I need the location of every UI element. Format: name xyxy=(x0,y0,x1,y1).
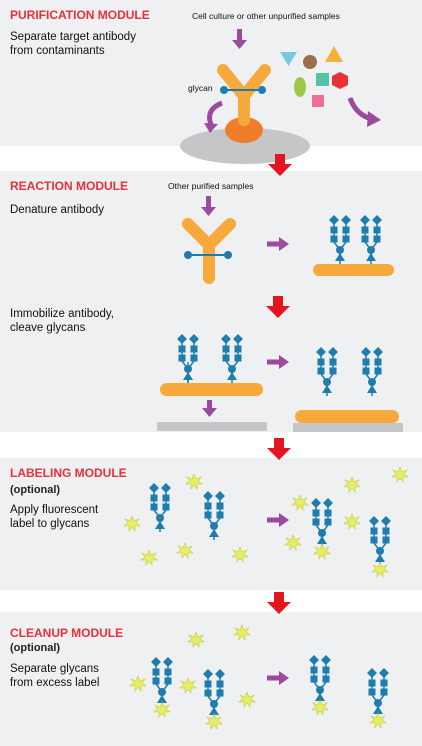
labeling-optional: (optional) xyxy=(10,484,61,496)
cleanup-illustration xyxy=(129,624,389,730)
cleanup-optional: (optional) xyxy=(10,642,61,654)
purification-input-note: Cell culture or other unpurified samples xyxy=(192,11,340,21)
flow-arrow-3 xyxy=(267,438,291,460)
reaction-input-note: Other purified samples xyxy=(168,181,254,191)
reaction-step2-illustration xyxy=(157,334,403,432)
cleanup-description: Separate glycans from excess label xyxy=(10,663,100,689)
reaction-step2-description: Immobilize antibody, cleave glycans xyxy=(10,308,114,334)
labeling-title: LABELING MODULE xyxy=(10,466,127,480)
purification-description: Separate target antibody from contaminan… xyxy=(10,31,136,57)
flow-arrow-4 xyxy=(267,592,291,614)
cleanup-title: CLEANUP MODULE xyxy=(10,626,124,640)
flow-arrow-2 xyxy=(266,296,290,318)
reaction-description: Denature antibody xyxy=(10,204,104,216)
reaction-step1-illustration xyxy=(182,196,394,284)
glycan-label: glycan xyxy=(188,83,213,93)
purification-title: PURIFICATION MODULE xyxy=(10,8,150,22)
labeling-illustration xyxy=(123,466,409,578)
purification-illustration xyxy=(180,29,381,164)
reaction-title: REACTION MODULE xyxy=(10,179,128,193)
labeling-description: Apply fluorescent label to glycans xyxy=(10,504,99,530)
